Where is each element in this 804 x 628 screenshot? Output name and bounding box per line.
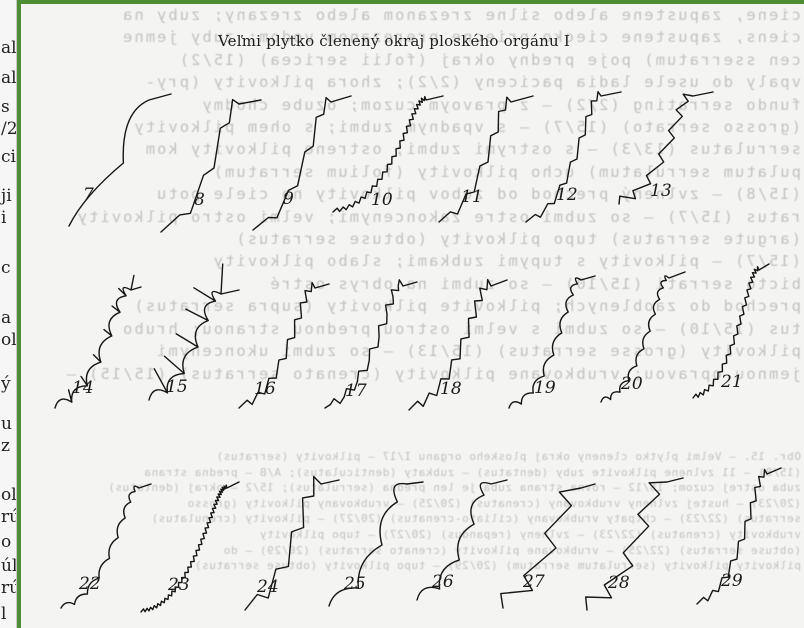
edge-text: ci [1,147,16,167]
page-scan: ciene, zapustene alebo silne zrezanom al… [17,0,804,628]
figure-number: 9 [283,189,294,209]
edge-text: z [1,436,10,456]
leaf-margin-outline [501,484,595,608]
edge-text: /2 [1,119,17,139]
figure-number: 18 [440,379,462,399]
edge-text: ol [1,485,17,505]
edge-text: ý [1,374,11,394]
figure-number: 17 [345,381,367,401]
edge-text: c [1,258,11,278]
previous-page-edge: alc alc s /2 ci ji i c a olo ý u z ol rú… [0,0,17,628]
figure-number: 22 [78,574,101,594]
leaf-margin-outline [325,280,417,408]
figure-number: 26 [431,572,454,592]
leaf-margin-outline [55,275,141,408]
figure-number: 14 [72,378,94,398]
leaf-margin-outline [69,94,171,226]
edge-text: i [1,208,6,228]
figure-number: 27 [522,572,545,592]
leaf-margin-outline [239,283,329,408]
edge-text: alc [1,38,17,58]
edge-text: s [1,97,10,117]
edge-text: rú [1,507,17,527]
edge-text: olo [1,330,17,350]
leaf-margin-outline [61,484,151,608]
figure-number: 29 [720,571,743,591]
figure-number: 21 [720,372,743,392]
figure-number: 8 [194,190,205,210]
leaf-margin-outline [586,478,683,610]
leaf-margin-outline [439,96,533,222]
leaf-margin-outline [161,100,261,232]
leaf-margin-figures: 7 8 9 10 11 12 13 14 15 16 17 18 19 20 2… [21,4,804,628]
leaf-margin-outline [417,480,507,600]
figure-number: 10 [371,190,393,210]
edge-text: alc [1,68,17,88]
figure-number: 20 [620,374,643,394]
figure-number: 12 [556,185,578,205]
edge-text: úl [1,556,17,576]
edge-text: o [1,532,11,552]
figure-number: 13 [650,181,672,201]
edge-text: l [1,604,6,624]
leaf-margin-outline [141,482,239,612]
edge-text: a [1,308,11,328]
figure-number: 7 [83,185,94,205]
figure-number: 19 [534,378,556,398]
figure-number: 16 [254,379,276,399]
figure-number: 23 [167,575,190,595]
figure-number: 28 [607,573,630,593]
figure-number: 11 [461,187,483,207]
figure-number: 25 [343,574,366,594]
edge-text: ji [1,186,12,206]
figure-number: 24 [256,577,279,597]
figure-number: 15 [166,377,188,397]
edge-text: u [1,414,12,434]
leaf-margin-outline [601,272,685,402]
leaf-margin-outline [149,264,239,400]
edge-text: rú [1,578,17,598]
